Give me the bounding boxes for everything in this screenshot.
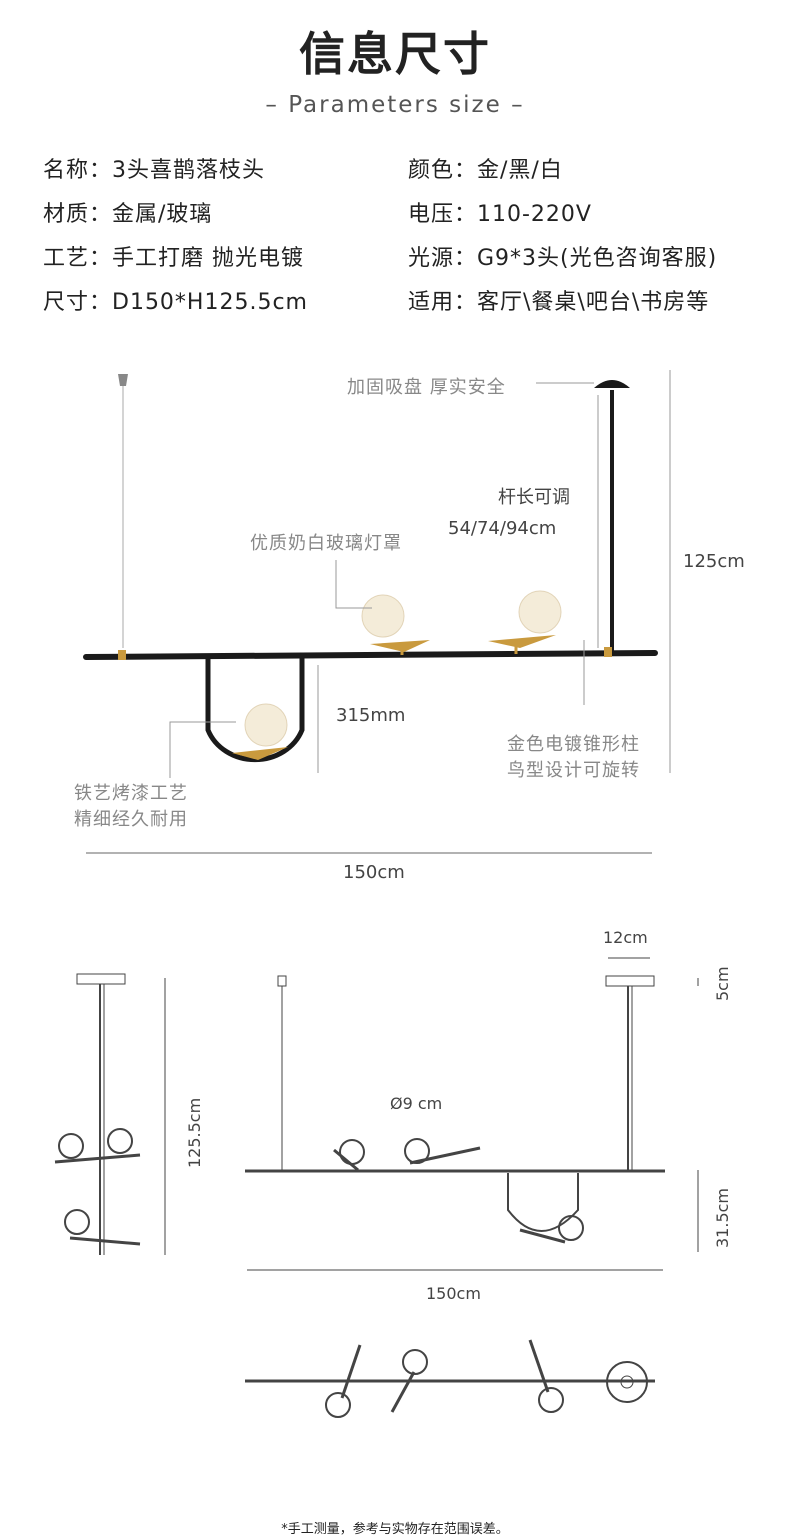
bird-note-2: 鸟型设计可旋转	[507, 760, 640, 781]
bird-note-1: 金色电镀锥形柱	[507, 734, 640, 755]
front-view-drawing	[245, 957, 699, 1271]
shade-note: 优质奶白玻璃灯罩	[250, 533, 402, 554]
gold-bird-perch	[370, 640, 430, 652]
spec-voltage: 电压：110-220V	[408, 202, 592, 227]
iron-note-2: 精细经久耐用	[74, 809, 188, 830]
spec-color: 颜色：金/黑/白	[408, 158, 563, 183]
spec-usage: 适用：客厅\餐桌\吧台\书房等	[408, 290, 710, 315]
gold-bird-perch	[488, 635, 556, 648]
spec-name: 名称：3头喜鹊落枝头	[43, 158, 265, 183]
spec-material: 材质：金属/玻璃	[43, 202, 213, 227]
spec-light-source: 光源：G9*3头(光色咨询客服)	[408, 246, 718, 271]
glass-globe	[518, 590, 562, 634]
glass-globe	[361, 594, 405, 638]
top-view-drawing	[245, 1339, 655, 1418]
canopy-width-label: 12cm	[603, 928, 648, 947]
drop-label: 315mm	[336, 705, 406, 726]
height-label: 125cm	[683, 551, 745, 572]
page-title: 信息尺寸	[299, 27, 491, 81]
width-label: 150cm	[343, 862, 405, 883]
rod-length-values: 54/74/94cm	[448, 518, 557, 539]
mount-note: 加固吸盘 厚实安全	[347, 377, 506, 398]
total-height-label: 125.5cm	[185, 1097, 204, 1168]
loop-height-label: 31.5cm	[713, 1187, 732, 1248]
spec-size: 尺寸：D150*H125.5cm	[43, 290, 308, 315]
globe-diameter-label: Ø9 cm	[390, 1094, 443, 1113]
glass-globe	[244, 703, 288, 747]
line-width-label: 150cm	[426, 1284, 481, 1303]
iron-note-1: 铁艺烤漆工艺	[74, 783, 188, 804]
main-bar	[83, 650, 658, 660]
page-subtitle: – Parameters size –	[265, 92, 525, 118]
canopy-height-label: 5cm	[713, 966, 732, 1001]
side-view-drawing	[54, 973, 166, 1255]
rod-note-title: 杆长可调	[498, 487, 570, 508]
u-loop	[205, 658, 305, 763]
ceiling-canopy	[594, 380, 630, 388]
wire-anchor	[118, 374, 128, 386]
gold-bird-perch	[232, 747, 288, 760]
spec-craft: 工艺：手工打磨 抛光电镀	[43, 246, 304, 271]
footnote: *手工测量，参考与实物存在范围误差。	[281, 1522, 509, 1537]
